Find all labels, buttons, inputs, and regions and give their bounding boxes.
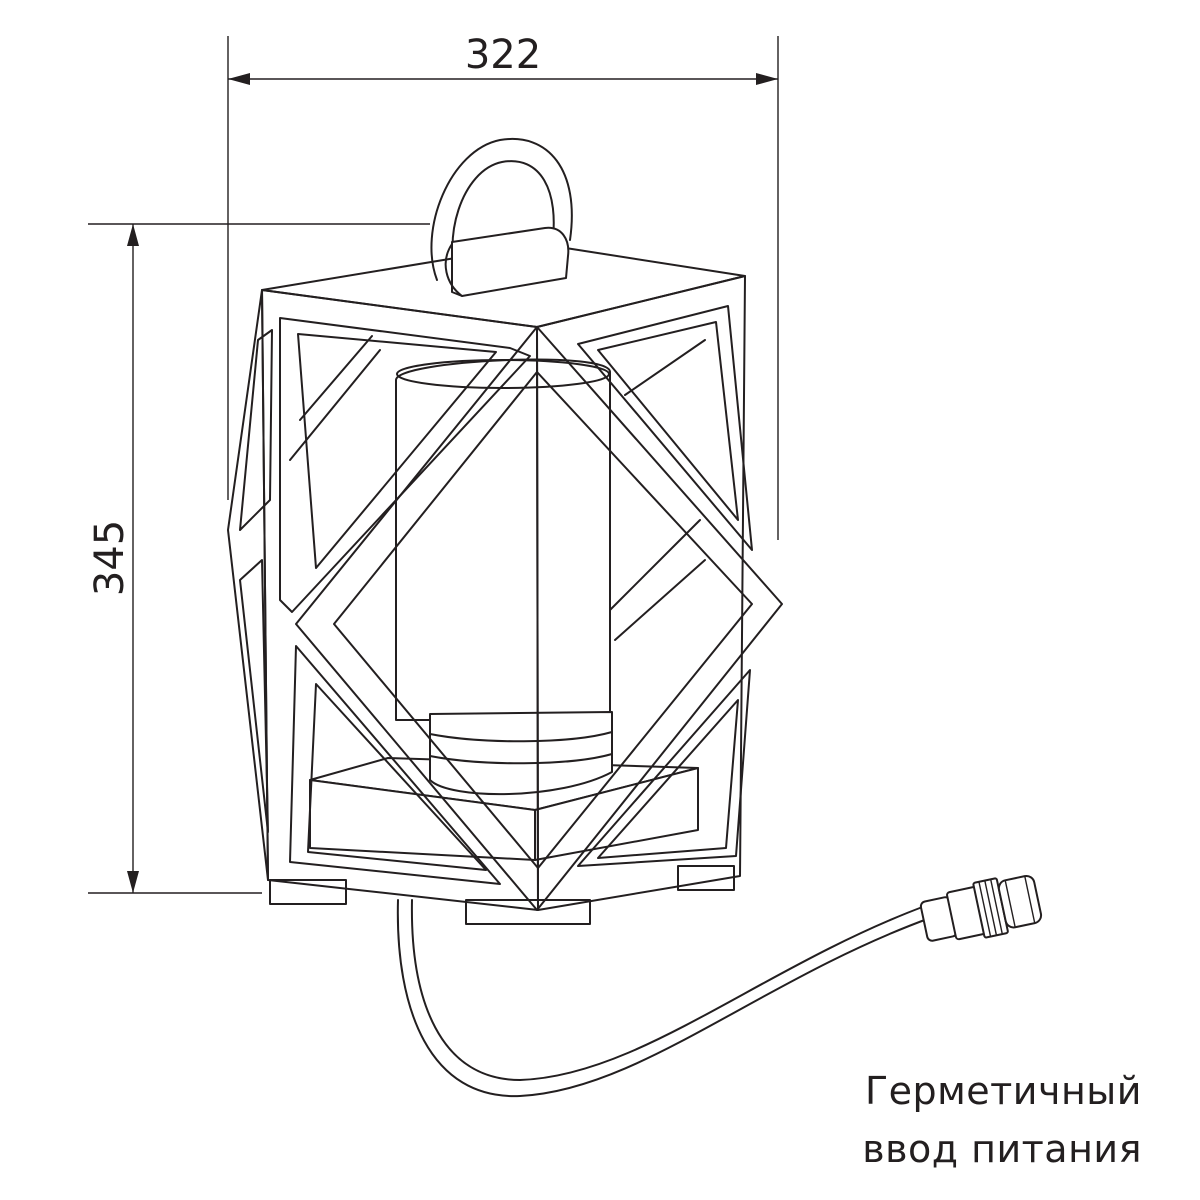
height-arrow-top (127, 224, 139, 246)
handle-mount (451, 226, 570, 297)
height-label: 345 (87, 520, 133, 596)
feet (269, 865, 735, 925)
hermetic-input-note: Герметичный ввод питания (782, 1062, 1142, 1178)
foot-right (677, 865, 735, 891)
width-label: 322 (465, 32, 541, 78)
handle (430, 137, 573, 297)
note-line-2: ввод питания (862, 1127, 1142, 1171)
note-line-1: Герметичный (864, 1069, 1142, 1113)
back-struts (289, 335, 706, 641)
height-dimension: 345 (87, 223, 430, 894)
bulb-cylinder (395, 358, 613, 796)
outer-frame (227, 275, 783, 911)
width-arrow-right (756, 73, 778, 85)
width-dimension: 322 (227, 32, 779, 540)
height-arrow-bottom (127, 871, 139, 893)
bulb-socket (429, 711, 613, 796)
power-cable (396, 899, 931, 1098)
hermetic-connector (919, 874, 1043, 942)
width-arrow-left (228, 73, 250, 85)
